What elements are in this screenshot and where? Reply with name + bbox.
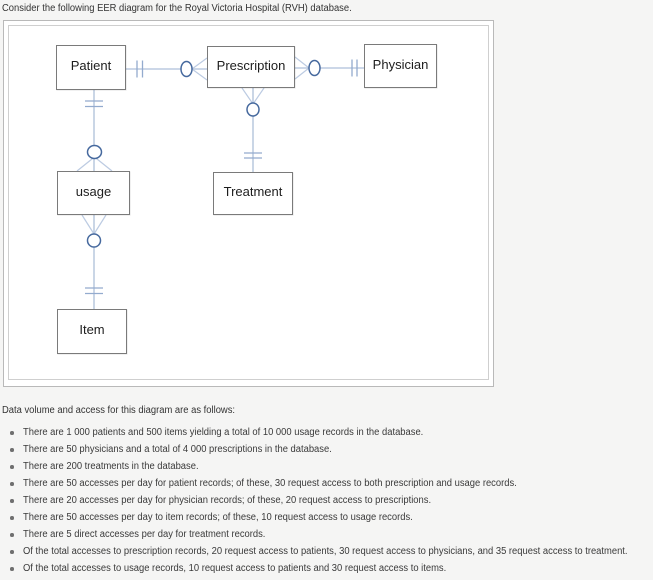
zero-many-ring [308,59,321,77]
entity-item-label: Item [79,322,105,337]
data-volume-heading-text: Data volume and access for this diagram … [2,405,236,416]
connector-patient-usage [76,90,113,172]
connector-prescription-treatment [241,87,265,172]
entity-physician-label: Physician [372,56,429,72]
list-item: There are 50 accesses per day for patien… [0,478,653,489]
list-item: Of the total accesses to usage records, … [0,563,653,574]
entity-patient: Patient [56,45,126,90]
entity-usage-label: usage [75,183,112,199]
entity-prescription-label: Prescription [216,57,286,73]
diagram-inner-frame [8,25,489,380]
list-item: There are 20 accesses per day for physic… [0,495,653,506]
page-title-text: Consider the following EER diagram for t… [2,3,352,14]
entity-physician: Physician [364,44,437,88]
entity-treatment-label: Treatment [223,184,283,199]
page-title: Consider the following EER diagram for t… [2,2,374,15]
zero-many-ring [246,102,260,117]
entity-patient-label: Patient [70,58,112,73]
list-item: Of the total accesses to prescription re… [0,546,653,557]
entity-prescription: Prescription [207,46,295,88]
connector-patient-prescription [126,57,208,81]
entity-usage: usage [57,171,130,215]
connector-prescription-physician [294,56,364,80]
zero-many-ring [86,233,102,248]
entity-treatment: Treatment [213,172,293,215]
zero-many-ring [180,60,193,78]
list-item: There are 1 000 patients and 500 items y… [0,427,653,438]
list-item: There are 200 treatments in the database… [0,461,653,472]
connector-usage-item [81,214,107,309]
list-item: There are 5 direct accesses per day for … [0,529,653,540]
entity-item: Item [57,309,127,354]
data-volume-heading: Data volume and access for this diagram … [2,404,250,417]
list-item: There are 50 accesses per day to item re… [0,512,653,523]
data-volume-list: There are 1 000 patients and 500 items y… [0,427,653,580]
zero-many-ring [86,144,103,160]
list-item: There are 50 physicians and a total of 4… [0,444,653,455]
